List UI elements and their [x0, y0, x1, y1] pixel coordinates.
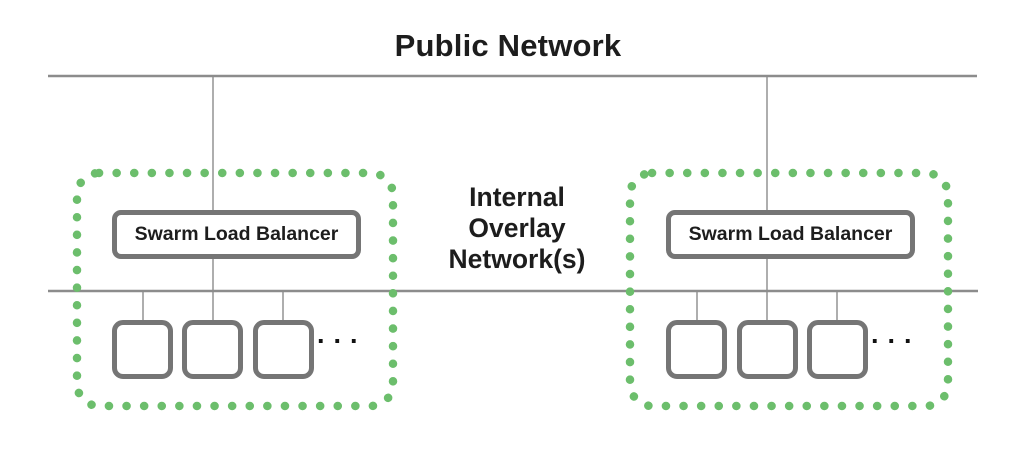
public-network-label: Public Network — [394, 28, 622, 63]
task-box — [253, 320, 314, 379]
task-box — [182, 320, 243, 379]
more-tasks-ellipsis-right: ... — [871, 319, 921, 349]
overlay-label-line-2: Overlay — [468, 213, 566, 243]
swarm-load-balancer-box-right: Swarm Load Balancer — [666, 210, 915, 259]
task-box — [737, 320, 798, 379]
right-overlay-boundary — [625, 168, 953, 411]
overlay-network-label: Internal Overlay Network(s) — [407, 182, 627, 275]
task-box — [112, 320, 173, 379]
more-tasks-ellipsis-left: ... — [317, 319, 367, 349]
task-box — [666, 320, 727, 379]
task-box — [807, 320, 868, 379]
left-overlay-boundary — [72, 168, 398, 411]
overlay-label-line-3: Network(s) — [448, 244, 586, 274]
overlay-label-line-1: Internal — [469, 182, 565, 212]
swarm-load-balancer-box-left: Swarm Load Balancer — [112, 210, 361, 259]
